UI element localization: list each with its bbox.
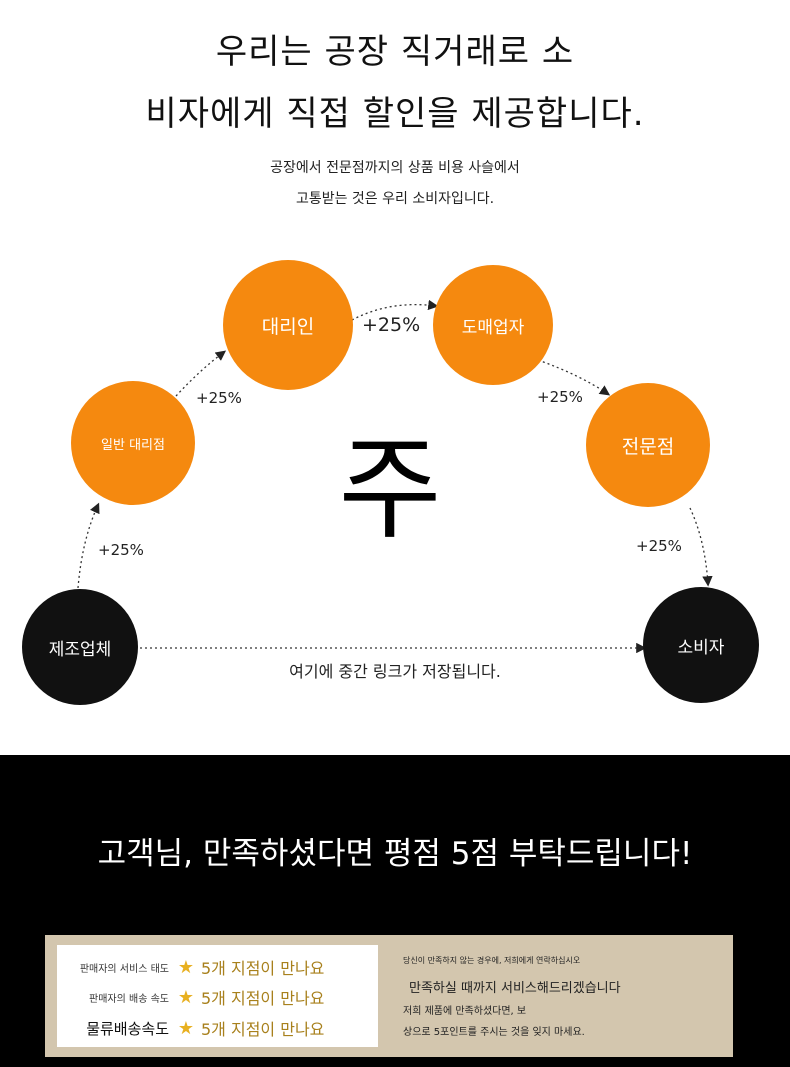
markup-label: +25%	[537, 388, 583, 406]
rating-request-title: 고객님, 만족하셨다면 평점 5점 부탁드립니다!	[97, 836, 693, 872]
star-icon: ★	[177, 1017, 195, 1039]
rating-label: 판매자의 배송 속도	[89, 993, 169, 1005]
subtitle-line-1: 공장에서 전문점까지의 상품 비용 사슬에서	[270, 160, 520, 176]
note-line-2: 만족하실 때까지 서비스해드리겠습니다	[409, 981, 621, 996]
node-manufacturer: 제조업체	[22, 589, 138, 705]
subtitle-line-2: 고통받는 것은 우리 소비자입니다.	[295, 191, 495, 207]
headline-line-1: 우리는 공장 직거래로 소	[215, 32, 575, 72]
rating-label: 판매자의 서비스 태도	[79, 963, 169, 975]
markup-label: +25%	[362, 314, 421, 336]
node-agent: 대리인	[223, 260, 353, 390]
center-character: 주	[338, 425, 442, 555]
rating-list: 판매자의 서비스 태도 ★ 5개 지점이 만나요 판매자의 배송 속도 ★ 5개 지점이…	[57, 945, 378, 1047]
markup-label: +25%	[636, 537, 682, 555]
rating-label: 물류배송속도	[86, 1019, 169, 1038]
flow-arrows	[77, 299, 713, 654]
note-line-3: 저희 제품에 만족하셨다면, 보	[403, 1006, 527, 1017]
markup-label: +25%	[196, 389, 242, 407]
rating-value: 5개 지점이 만나요	[201, 989, 325, 1008]
rating-value: 5개 지점이 만나요	[201, 1020, 325, 1039]
star-icon: ★	[177, 956, 195, 978]
note-line-1: 당신이 만족하지 않는 경우에, 저희에게 연락하십시오	[403, 956, 581, 965]
direct-route-note: 여기에 중간 링크가 저장됩니다.	[289, 662, 501, 681]
rating-panel: 판매자의 서비스 태도 ★ 5개 지점이 만나요 판매자의 배송 속도 ★ 5개 지점이…	[45, 935, 733, 1057]
star-icon: ★	[177, 986, 195, 1008]
node-wholesaler: 도매업자	[433, 265, 553, 385]
node-consumer: 소비자	[643, 587, 759, 703]
node-general-agency: 일반 대리점	[71, 381, 195, 505]
markup-label: +25%	[98, 541, 144, 559]
node-specialty-store: 전문점	[586, 383, 710, 507]
rating-value: 5개 지점이 만나요	[201, 959, 325, 978]
note-line-4: 상으로 5포인트를 주시는 것을 잊지 마세요.	[403, 1027, 585, 1038]
headline-line-2: 비자에게 직접 할인을 제공합니다.	[145, 94, 645, 134]
